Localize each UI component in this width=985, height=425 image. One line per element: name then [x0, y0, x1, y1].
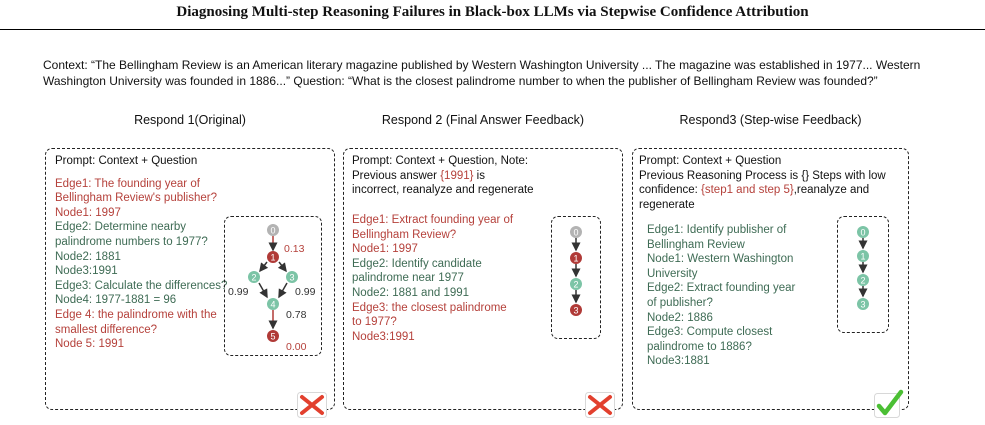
- panel-1-title: Respond 1(Original): [134, 113, 246, 127]
- panel-3-prompt-text: ,reanalyze and regenerate: [639, 184, 870, 211]
- graph-node-5: [267, 330, 279, 342]
- edge-confidence-label: 0.78: [286, 309, 307, 321]
- panel-2-prompt-text: Previous answer: [352, 169, 441, 182]
- graph-node-3: [570, 304, 582, 316]
- step-node3: Node3:1991: [352, 330, 415, 343]
- panel-3-steps: Edge1: Identify publisher of Bellingham …: [647, 223, 807, 369]
- step-edge1: Edge1: Extract founding year of Bellingh…: [352, 214, 514, 241]
- graph-node-1: [267, 251, 279, 263]
- graph-edge: [258, 282, 268, 299]
- panel-2-prompt-text: is: [473, 169, 485, 182]
- step-node2: Node2: 1881 and 1991: [352, 286, 470, 299]
- step-edge2: Edge2: Determine nearby palindrome numbe…: [55, 221, 208, 248]
- step-node2: Node2: 1881: [55, 250, 121, 263]
- graph-node-2: [248, 271, 260, 283]
- panel-3-prompt: Prompt: Context + Question Previous Reas…: [639, 154, 901, 212]
- graph-node-0: [857, 226, 869, 238]
- step-edge1: Edge1: Identify publisher of Bellingham …: [647, 224, 787, 251]
- step-node5: Node 5: 1991: [55, 338, 125, 351]
- panel-respond-3: [632, 148, 909, 410]
- panel-2-title: Respond 2 (Final Answer Feedback): [381, 113, 585, 127]
- graph-node-3-label: 3: [860, 300, 865, 310]
- graph-edge: [277, 261, 287, 273]
- graph-node-2-label: 2: [860, 276, 865, 286]
- step-edge2: Edge2: Identify candidate palindrome nea…: [352, 257, 482, 285]
- graph-edge: [278, 282, 288, 299]
- graph-node-0-label: 0: [573, 228, 578, 238]
- step-node4: Node4: 1977-1881 = 96: [55, 294, 177, 307]
- step-node1: Node1: 1997: [352, 243, 418, 256]
- panel-3-graph-box: [837, 216, 889, 333]
- panel-2-graph-box: [551, 216, 601, 339]
- step-edge3: Edge3: Compute closest palindrome to 188…: [647, 326, 773, 353]
- panel-1-graph-box: [224, 216, 322, 356]
- graph-node-1: [570, 252, 582, 264]
- graph-node-1-label: 1: [860, 252, 865, 262]
- graph-node-5-label: 5: [270, 332, 275, 342]
- panel-2-prompt: Prompt: Context + Question, Note: Previo…: [352, 154, 614, 198]
- step-edge3: Edge3: Calculate the differences?: [55, 279, 228, 292]
- step-node2: Node2: 1886: [647, 311, 713, 324]
- panel-3-reasoning-graph: 0 1 2 3: [857, 226, 869, 310]
- low-confidence-steps-highlight: {step1 and step 5}: [701, 184, 794, 197]
- panel-1-reasoning-graph: 0 1 2 3 4 5 0.13 0.99 0.99 0.78 0.00: [228, 224, 316, 353]
- graph-node-4-label: 4: [270, 300, 275, 310]
- edge-confidence-label: 0.00: [286, 341, 307, 353]
- panel-2-reasoning-graph: 0 1 2 3: [570, 226, 582, 316]
- step-edge3: Edge3: the closest palindrome to 1977?: [352, 301, 507, 329]
- step-edge2: Edge2: Extract founding year of publishe…: [647, 282, 796, 309]
- title-rule: [0, 29, 985, 30]
- graph-node-1-label: 1: [270, 253, 275, 263]
- panel-2-prompt-line3: incorrect, reanalyze and regenerate: [352, 184, 534, 197]
- graph-node-1-label: 1: [573, 254, 578, 264]
- step-node1: Node1: 1997: [55, 206, 121, 219]
- graph-node-1: [857, 250, 869, 262]
- graph-edge: [259, 261, 269, 273]
- step-node3: Node3:1881: [647, 355, 710, 368]
- step-node3: Node3:1991: [55, 265, 118, 278]
- panel-respond-2: [343, 148, 623, 410]
- figure-title: Diagnosing Multi-step Reasoning Failures…: [176, 4, 809, 20]
- panel-3-prompt-text: Previous Reasoning Process is {} Steps w…: [639, 169, 886, 197]
- graph-node-2-label: 2: [251, 273, 256, 283]
- edge-confidence-label: 0.13: [284, 243, 305, 255]
- cross-icon: [297, 392, 327, 418]
- graph-node-0: [570, 226, 582, 238]
- cross-icon: [585, 392, 615, 418]
- panel-3-title: Respond3 (Step-wise Feedback): [679, 113, 862, 127]
- previous-answer-highlight: {1991}: [440, 169, 474, 182]
- graph-node-0: [267, 224, 279, 236]
- panel-2-steps: Edge1: Extract founding year of Bellingh…: [352, 213, 517, 344]
- check-icon: [874, 389, 904, 418]
- graph-node-2-label: 2: [573, 280, 578, 290]
- panel-3-prompt-line1: Prompt: Context + Question: [639, 155, 782, 167]
- graph-node-2: [857, 274, 869, 286]
- graph-node-3: [286, 271, 298, 283]
- graph-node-3: [857, 298, 869, 310]
- edge-confidence-label: 0.99: [295, 286, 316, 298]
- step-node1: Node1: Western Washington University: [647, 253, 794, 280]
- graph-node-3-label: 3: [289, 273, 294, 283]
- step-edge4: Edge 4: the palindrome with the smallest…: [55, 308, 217, 336]
- graph-node-2: [570, 278, 582, 290]
- graph-node-4: [267, 298, 279, 310]
- panel-1-prompt: Prompt: Context + Question: [55, 155, 198, 167]
- graph-node-0-label: 0: [270, 226, 275, 236]
- panel-respond-1: [45, 148, 335, 410]
- panel-2-prompt-line1: Prompt: Context + Question, Note:: [352, 155, 529, 167]
- edge-confidence-label: 0.99: [228, 286, 249, 298]
- graph-node-0-label: 0: [860, 228, 865, 238]
- step-edge1: Edge1: The founding year of Bellingham R…: [55, 177, 217, 205]
- panel-1-text: Prompt: Context + Question Edge1: The fo…: [55, 154, 240, 352]
- context-question-text: Context: “The Bellingham Review is an Am…: [43, 58, 921, 88]
- graph-node-3-label: 3: [573, 306, 578, 316]
